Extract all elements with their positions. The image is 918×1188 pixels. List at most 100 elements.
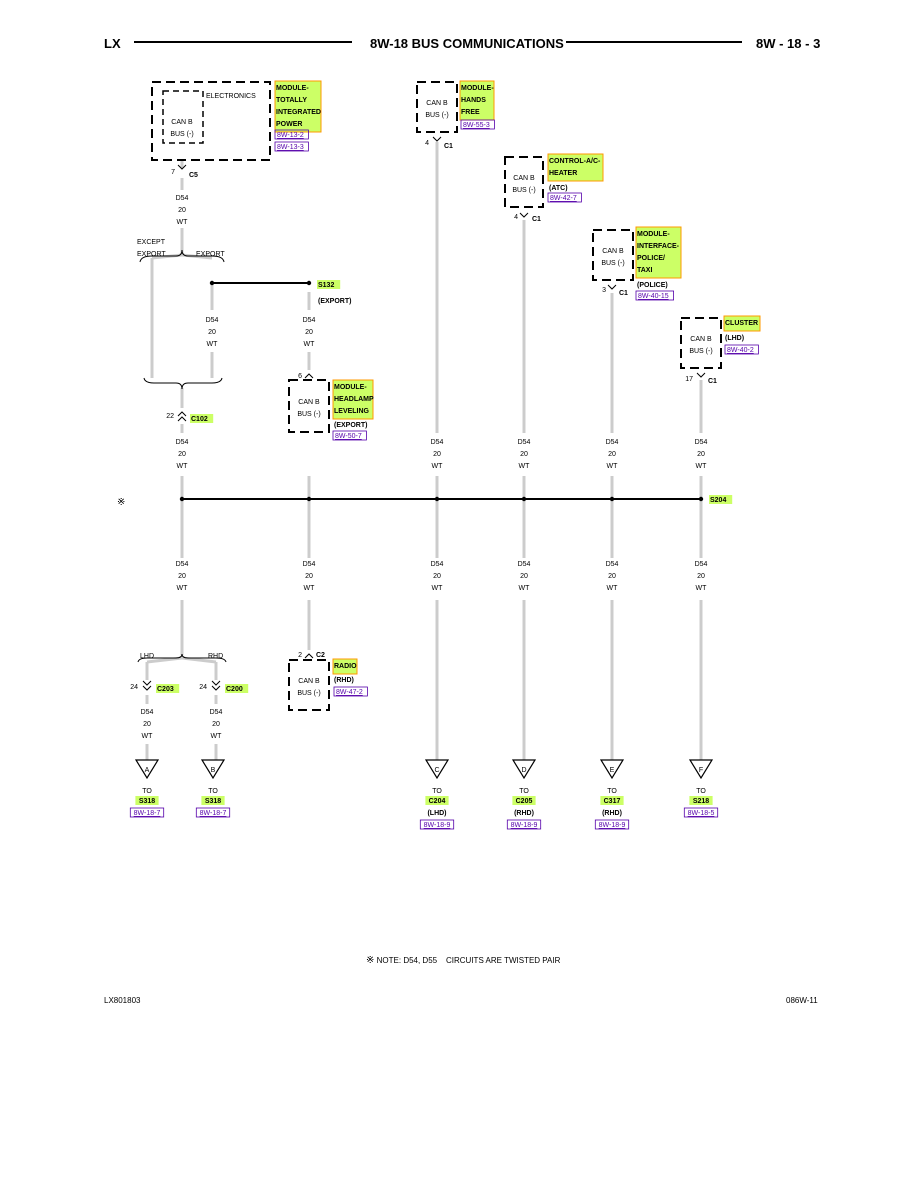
wire-color: WT [519, 463, 531, 470]
cluster-ref-link: 8W-40-2 [727, 347, 754, 354]
police-name-line: INTERFACE- [637, 243, 680, 250]
connector-chevron [177, 411, 187, 417]
splice-s132-note: (EXPORT) [318, 298, 351, 305]
headlamp-ref-box [332, 430, 367, 441]
dest-letter-a: A [145, 767, 150, 774]
wire-color: WT [304, 585, 316, 592]
hfm-port-line2: BUS (-) [425, 112, 448, 119]
wire-circuit: D54 [206, 317, 219, 324]
wire-circuit: D54 [176, 439, 189, 446]
brace-c102 [143, 377, 223, 390]
hvac-port-line1: CAN B [513, 175, 535, 182]
brace-export [139, 249, 225, 263]
connector-chevron [142, 685, 152, 691]
tipm-ref-box [274, 129, 309, 140]
hfm-module-box [416, 81, 458, 133]
police-port-line1: CAN B [602, 248, 624, 255]
wire-gauge: 20 [212, 721, 220, 728]
wire-circuit: D54 [695, 561, 708, 568]
splice-s132: S132 [318, 282, 334, 289]
splice-dot [209, 280, 215, 286]
hvac-highlight [547, 153, 604, 182]
dest-target: S318 [139, 798, 155, 805]
brace-lhd-rhd [137, 653, 227, 663]
wire-color: WT [696, 463, 708, 470]
tipm-highlight [274, 80, 322, 133]
hfm-port-line1: CAN B [426, 100, 448, 107]
c203-pin: 24 [130, 684, 138, 691]
wire-color: WT [519, 585, 531, 592]
radio-note: (RHD) [334, 677, 354, 684]
police-ref-link: 8W-40-15 [638, 293, 669, 300]
tipm-ref-link: 8W-13-3 [277, 144, 304, 151]
tipm-name-line: INTEGRATED [276, 109, 321, 116]
dest-triangle-f [688, 759, 714, 780]
wire-gauge: 20 [178, 573, 186, 580]
headlamp-name-line: HEADLAMP [334, 396, 374, 403]
wire-circuit: D54 [518, 439, 531, 446]
hvac-name-line: HEATER [549, 170, 577, 177]
headlamp-highlight [332, 379, 374, 420]
hvac-module-box [504, 156, 544, 208]
tipm-ref-box [274, 141, 309, 152]
connector-c200: C200 [226, 686, 243, 693]
tipm-ref-link: 8W-13-2 [277, 132, 304, 139]
twist-marker: ※ [117, 497, 125, 508]
wire-color: WT [211, 733, 223, 740]
hfm-pin: 4 [425, 140, 429, 147]
wire [146, 656, 183, 664]
dest-triangle-d [511, 759, 537, 780]
tipm-name-line: MODULE- [276, 85, 309, 92]
wire-gauge: 20 [208, 329, 216, 336]
cluster-name-line: CLUSTER [725, 320, 758, 327]
wire-color: WT [304, 341, 316, 348]
dest-ref-link: 8W-18-9 [599, 822, 626, 829]
hvac-ref-link: 8W-42-7 [550, 195, 577, 202]
connector-chevron [432, 136, 442, 142]
splice-dots [179, 280, 704, 502]
radio-module-box [288, 659, 330, 711]
connector-chevron [177, 164, 187, 170]
cluster-module-box [680, 317, 722, 369]
headlamp-port-line2: BUS (-) [297, 411, 320, 418]
dest-target: C317 [604, 798, 621, 805]
wire-circuit: D54 [141, 709, 154, 716]
cluster-port-line2: BUS (-) [689, 348, 712, 355]
wire-color: WT [432, 463, 444, 470]
connector-chevron [177, 416, 187, 422]
wire-labels: D5420WTD5420WTD5420WTD5420WTD5420WTD5420… [141, 195, 708, 740]
wire-circuit: D54 [303, 317, 316, 324]
cluster-ref-box [724, 344, 759, 355]
wire-gauge: 20 [608, 451, 616, 458]
connector-chevrons [142, 136, 706, 691]
cluster-port-line1: CAN B [690, 336, 712, 343]
dest-target: S318 [205, 798, 221, 805]
splice-dot [521, 496, 527, 502]
tipm-port-line2: BUS (-) [170, 131, 193, 138]
note-symbol: ※ [366, 955, 375, 966]
hfm-ref-box [460, 119, 495, 130]
tipm-module-box [151, 81, 271, 161]
note-label: NOTE: [376, 956, 402, 965]
splice-s204-highlight [709, 495, 733, 504]
splice-s132-highlight [317, 280, 341, 289]
dest-ref-box [506, 819, 542, 830]
radio-ref-link: 8W-47-2 [336, 689, 363, 696]
wire-color: WT [177, 219, 189, 226]
hvac-connector: C1 [532, 216, 541, 223]
dest-triangle-c [424, 759, 450, 780]
connector-c203-highlight [156, 684, 180, 693]
dest-triangle-b [200, 759, 226, 780]
dest-ref-link: 8W-18-7 [200, 810, 227, 817]
radio-port-line2: BUS (-) [297, 690, 320, 697]
label-rhd: RHD [208, 653, 223, 660]
connector-chevron [696, 372, 706, 378]
police-connector: C1 [619, 290, 628, 297]
police-name-line: MODULE- [637, 231, 670, 238]
headlamp-ref-link: 8W-50-7 [335, 433, 362, 440]
footer-left: LX801803 [104, 996, 141, 1005]
hvac-pin: 4 [514, 214, 518, 221]
label-except-export-2: EXPORT [137, 251, 166, 258]
label-lhd: LHD [140, 653, 154, 660]
wire-color: WT [177, 585, 189, 592]
